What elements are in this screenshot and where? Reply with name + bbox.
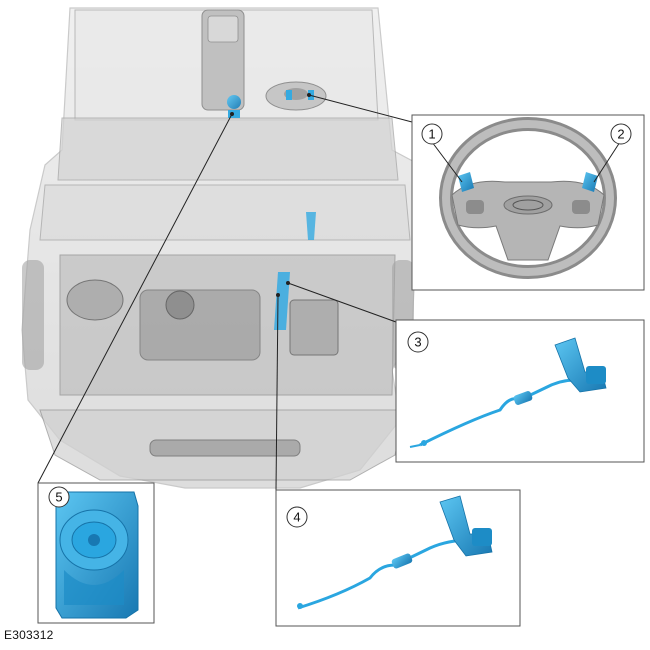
leader-lines <box>37 94 413 491</box>
svg-text:1: 1 <box>428 127 435 142</box>
svg-text:4: 4 <box>293 510 300 525</box>
paddle-shifter-right <box>582 172 598 192</box>
callout-2: 2 <box>610 123 632 145</box>
leader-line-reservoir <box>37 113 233 484</box>
callout-3: 3 <box>407 331 429 353</box>
leader-dot <box>230 112 234 116</box>
leader-dot <box>307 93 311 97</box>
inset-cable-3 <box>395 319 645 463</box>
svg-text:3: 3 <box>414 335 421 350</box>
paddle-shifter-left <box>458 172 474 192</box>
leader-line-cable-4 <box>275 294 279 491</box>
svg-text:2: 2 <box>617 127 624 142</box>
figure-id-label: E303312 <box>4 628 54 642</box>
leader-dot <box>286 281 290 285</box>
callout-4: 4 <box>286 506 308 528</box>
inset-cable-4 <box>275 489 521 627</box>
inset-reservoir-5 <box>37 482 155 624</box>
callout-5: 5 <box>48 486 70 508</box>
leader-line-steering <box>308 94 413 123</box>
leader-dot <box>276 293 280 297</box>
svg-text:5: 5 <box>55 490 62 505</box>
inset-steering-wheel <box>411 114 645 291</box>
vehicle-ghost-illustration <box>21 7 421 489</box>
leader-line-cable-3 <box>287 282 397 323</box>
callout-1: 1 <box>421 123 443 145</box>
